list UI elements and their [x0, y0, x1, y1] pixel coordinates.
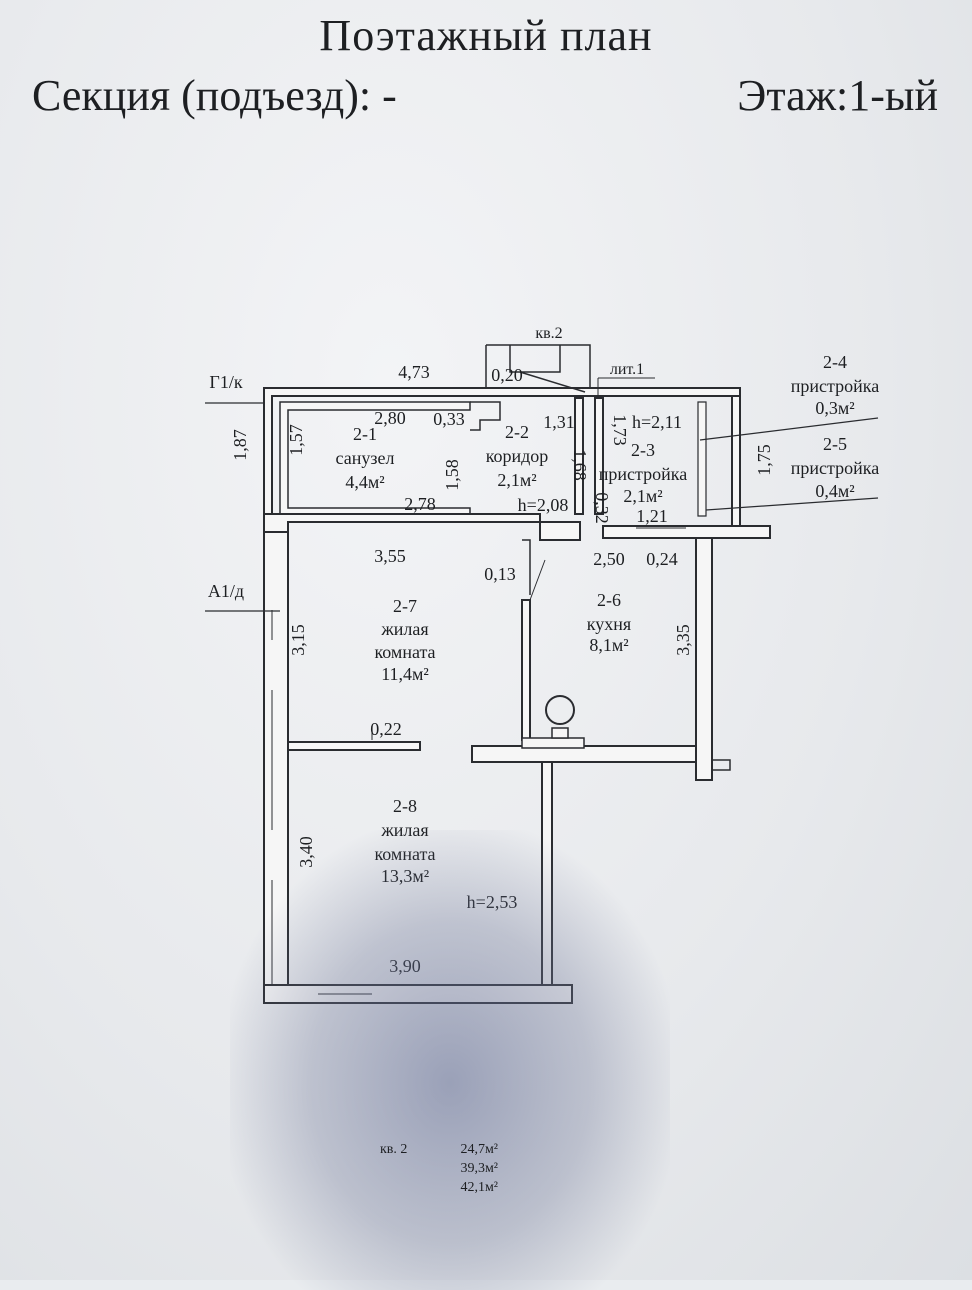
room-2-2-area: 2,1м²	[497, 470, 536, 490]
room-2-2-name: коридор	[486, 446, 549, 466]
dim-1-68: 1,68	[570, 449, 590, 481]
wall-right-step	[712, 759, 731, 771]
room-2-7-name1: жилая	[380, 619, 428, 639]
room-2-6-name: кухня	[587, 614, 631, 634]
wall-annex-right	[731, 395, 741, 527]
wall-mid-horizontal	[263, 513, 541, 533]
dim-4-73: 4,73	[398, 362, 430, 382]
wall-corridor-right	[574, 397, 584, 515]
room-2-4-name: пристройка	[791, 376, 879, 396]
dim-3-40: 3,40	[296, 836, 316, 868]
dim-h-2-08: h=2,08	[518, 495, 569, 515]
dim-1-75: 1,75	[754, 444, 774, 476]
room-2-5-name: пристройка	[791, 458, 879, 478]
dim-0-13: 0,13	[484, 564, 516, 584]
lit-label: лит.1	[610, 361, 644, 378]
wall-center-vertical	[541, 761, 553, 986]
room-2-8-name1: жилая	[380, 820, 428, 840]
apt-label: кв.2	[535, 325, 562, 342]
leader-2-4	[699, 417, 879, 441]
room-2-4-num: 2-4	[823, 352, 847, 372]
wall-middle-horizontal-2	[471, 745, 697, 763]
dim-h-2-11: h=2,11	[632, 412, 682, 432]
room-2-4-area: 0,3м²	[815, 398, 854, 418]
dim-2-78: 2,78	[404, 494, 436, 514]
dim-1-57: 1,57	[286, 424, 306, 456]
stove-icon	[545, 695, 575, 725]
dim-2-80: 2,80	[374, 408, 406, 428]
page-title: Поэтажный план	[319, 11, 653, 60]
room-2-3-name: пристройка	[599, 464, 687, 484]
room-2-2-num: 2-2	[505, 422, 529, 442]
dim-3-35: 3,35	[673, 624, 693, 656]
wall-bottom	[263, 984, 573, 1004]
wall-left	[263, 531, 301, 996]
summary-value-1: 24,7м²	[460, 1142, 498, 1157]
room-2-1-num: 2-1	[353, 424, 377, 444]
room-2-5-area: 0,4м²	[815, 481, 854, 501]
dim-2-50: 2,50	[593, 549, 625, 569]
dim-1-58: 1,58	[442, 459, 462, 491]
dim-h-2-53: h=2,53	[467, 892, 518, 912]
wall-kitchen-stub	[522, 539, 531, 595]
dim-1-87: 1,87	[230, 429, 250, 461]
summary-value-2: 39,3м²	[460, 1161, 498, 1176]
leader-2-5	[705, 497, 879, 511]
room-2-8-num: 2-8	[393, 796, 417, 816]
room-2-3-num: 2-3	[631, 440, 655, 460]
dim-1-73: 1,73	[610, 414, 630, 446]
dim-1-21: 1,21	[636, 506, 668, 526]
room-2-5-num: 2-5	[823, 434, 847, 454]
wall-right	[695, 537, 713, 781]
room-2-7-num: 2-7	[393, 596, 417, 616]
room-2-7-area: 11,4м²	[381, 664, 429, 684]
floor-label: Этаж:1-ый	[737, 71, 938, 120]
marker-a1d: А1/д	[208, 581, 244, 601]
wall-2-3-left	[594, 397, 604, 515]
room-2-6-num: 2-6	[597, 590, 621, 610]
room-2-6-area: 8,1м²	[589, 635, 628, 655]
dim-0-22: 0,22	[370, 719, 402, 739]
room-2-1-name: санузел	[336, 448, 395, 468]
stairs-block	[485, 344, 591, 388]
wall-mid-horizontal-right	[602, 525, 771, 539]
summary-value-3: 42,1м²	[460, 1180, 498, 1195]
dim-0-20: 0,20	[491, 365, 523, 385]
section-label: Секция (подъезд): -	[32, 71, 397, 120]
dim-3-55: 3,55	[374, 546, 406, 566]
wall-bathroom-door	[470, 401, 501, 431]
room-2-8-area: 13,3м²	[381, 866, 429, 886]
wall-room-partition	[287, 741, 421, 751]
dim-0-32: 0,32	[592, 492, 612, 524]
room-2-3-area: 2,1м²	[623, 486, 662, 506]
marker-g1k: Г1/к	[209, 372, 242, 392]
wall-kitchen-partition	[521, 599, 531, 741]
dim-3-15: 3,15	[288, 624, 308, 656]
dim-0-33: 0,33	[433, 409, 465, 429]
wall-annex-inner	[697, 401, 707, 517]
room-2-1-area: 4,4м²	[345, 472, 384, 492]
room-2-7-name2: комната	[374, 642, 435, 662]
stairs-arrow	[519, 371, 586, 393]
dim-3-90: 3,90	[389, 956, 421, 976]
room-2-8-name2: комната	[374, 844, 435, 864]
wall-corridor-bottom	[539, 521, 581, 541]
summary-label: кв. 2	[380, 1142, 408, 1157]
dim-1-31: 1,31	[543, 412, 575, 432]
area-summary: кв. 2 24,7м² 39,3м² 42,1м²	[380, 1140, 498, 1195]
dim-0-24: 0,24	[646, 549, 678, 569]
